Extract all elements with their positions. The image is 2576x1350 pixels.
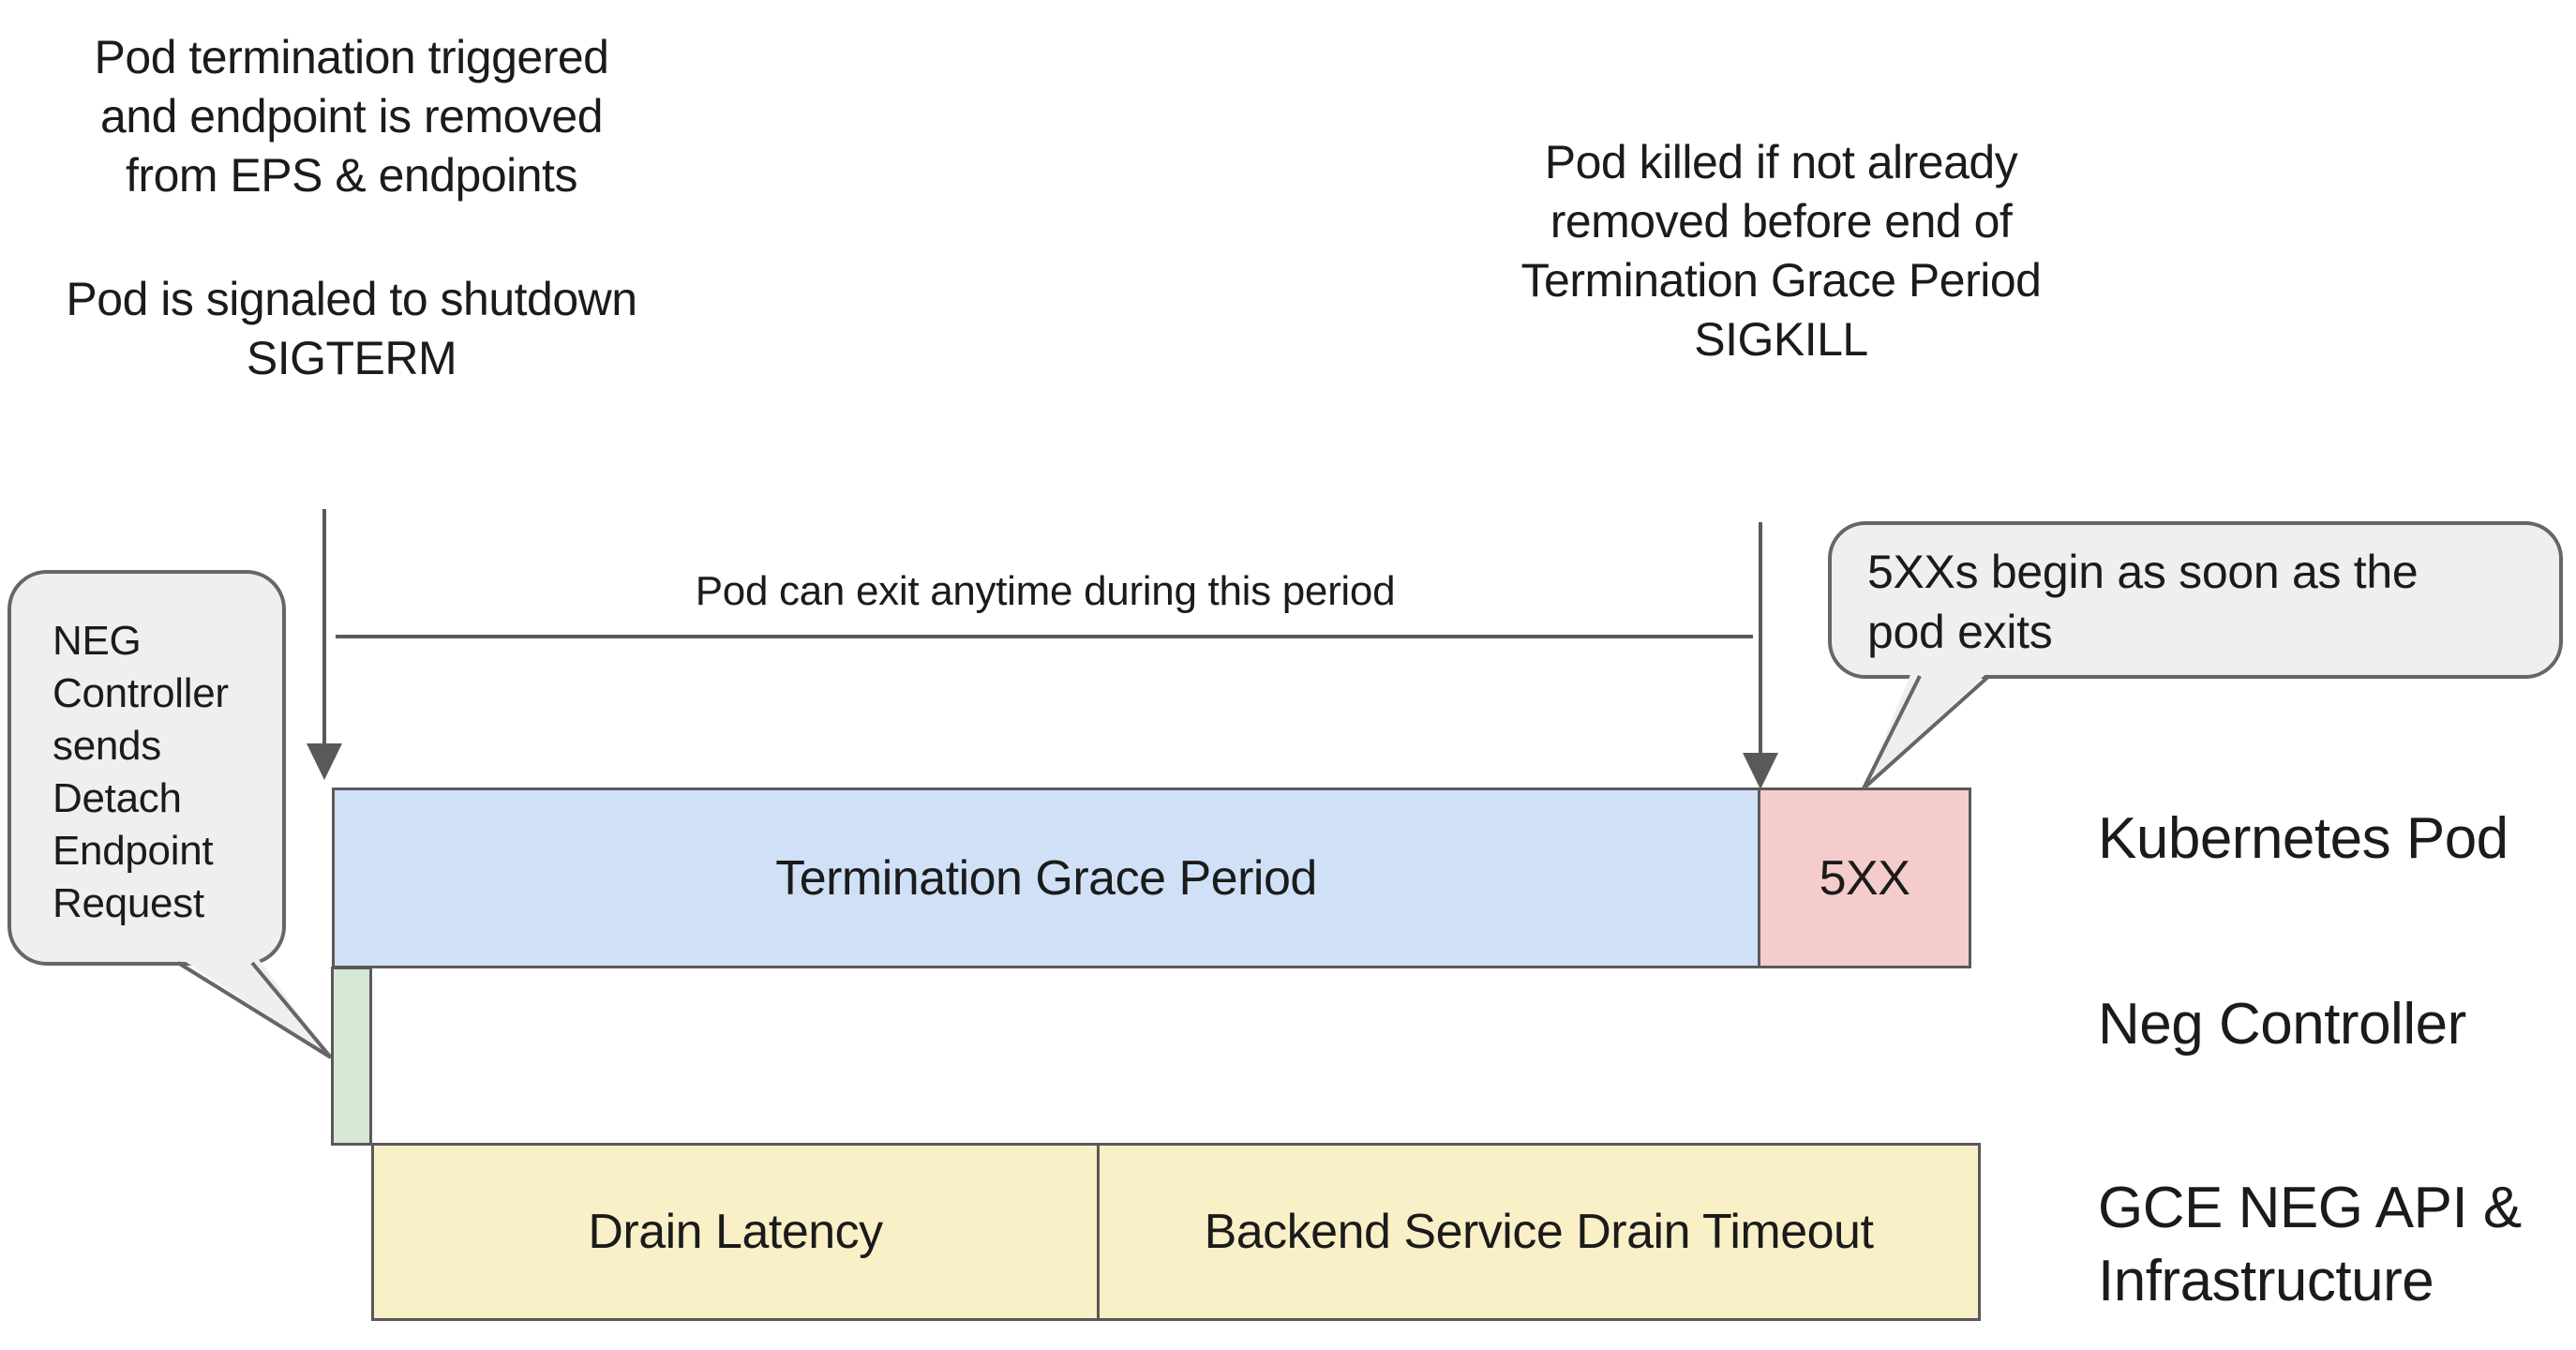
drain-latency-label: Drain Latency bbox=[588, 1205, 883, 1259]
sigterm-arrow bbox=[307, 509, 342, 780]
drain-timeout-label: Backend Service Drain Timeout bbox=[1204, 1205, 1874, 1259]
sigkill-arrow bbox=[1743, 522, 1778, 789]
five-xx-bar: 5XX bbox=[1758, 788, 1971, 968]
five-xx-bubble-text: 5XXs begin as soon as the pod exits bbox=[1867, 546, 2419, 658]
row-label-kubernetes-pod: Kubernetes Pod bbox=[2098, 806, 2509, 871]
five-xx-label: 5XX bbox=[1819, 850, 1910, 906]
neg-controller-bubble-text: NEG Controller sends Detach Endpoint Req… bbox=[52, 618, 229, 926]
five-xx-bubble-tail bbox=[1862, 666, 1995, 790]
row-label-gce-neg-api: GCE NEG API & Infrastructure bbox=[2098, 1176, 2522, 1313]
drain-timeout-segment: Backend Service Drain Timeout bbox=[1097, 1146, 1978, 1318]
annotation-pod-termination: Pod termination triggered and endpoint i… bbox=[94, 31, 609, 202]
neg-bubble-tail bbox=[174, 954, 333, 1059]
period-label: Pod can exit anytime during this period bbox=[695, 568, 1396, 614]
five-xx-bubble: 5XXs begin as soon as the pod exits bbox=[1828, 521, 2563, 679]
grace-period-label: Termination Grace Period bbox=[775, 850, 1317, 906]
termination-grace-period-bar: Termination Grace Period bbox=[332, 788, 1760, 968]
row-label-neg-controller: Neg Controller bbox=[2098, 992, 2466, 1057]
annotation-pod-killed: Pod killed if not already removed before… bbox=[1520, 136, 2042, 366]
gce-drain-bar: Drain Latency Backend Service Drain Time… bbox=[371, 1143, 1981, 1321]
detach-endpoint-bar bbox=[331, 967, 372, 1146]
neg-controller-bubble: NEG Controller sends Detach Endpoint Req… bbox=[7, 570, 286, 966]
drain-latency-segment: Drain Latency bbox=[374, 1146, 1097, 1318]
annotation-pod-signaled: Pod is signaled to shutdown SIGTERM bbox=[66, 273, 637, 384]
